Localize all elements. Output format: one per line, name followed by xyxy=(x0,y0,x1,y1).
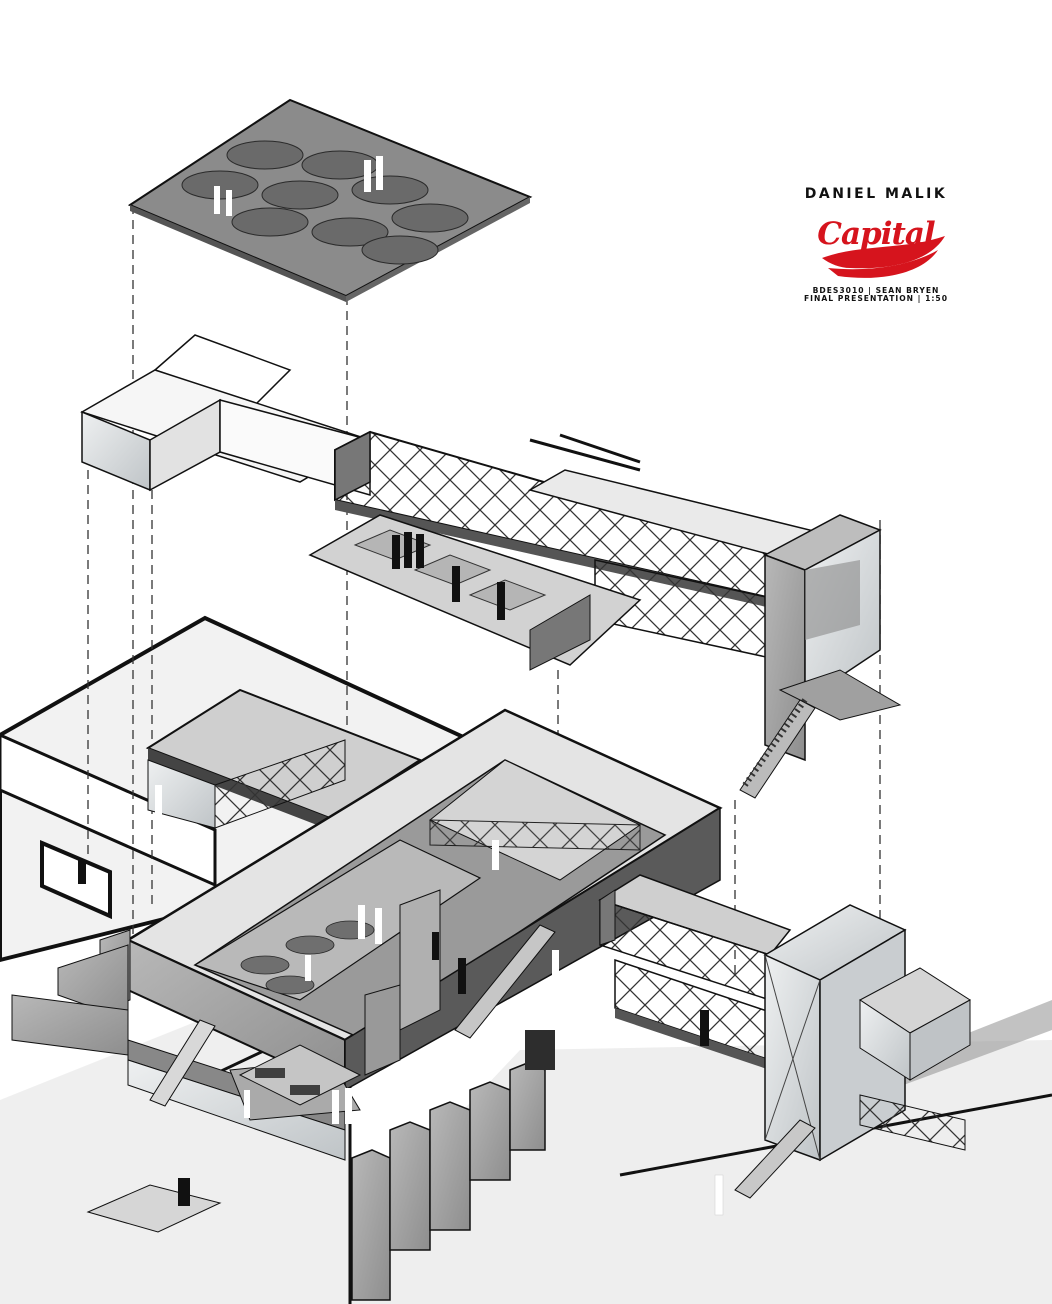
capital-logo: Capital xyxy=(790,206,962,288)
author-name: DANIEL MALIK xyxy=(804,186,948,202)
exterior-stair xyxy=(149,1019,216,1107)
bar-counter xyxy=(529,594,591,671)
upper-bridge-truss xyxy=(334,430,832,661)
dining-table xyxy=(391,203,469,233)
person-silhouette xyxy=(178,1178,190,1206)
people-figures-white xyxy=(214,156,383,216)
top-dining-slab xyxy=(127,98,533,302)
person-silhouette xyxy=(78,860,86,884)
people-figures-white xyxy=(244,840,559,1124)
presentation-line: FINAL PRESENTATION | 1:50 xyxy=(804,294,948,303)
capital-logo-swoosh xyxy=(822,236,945,278)
lower-pod-truss xyxy=(859,1094,966,1151)
concrete-columns xyxy=(351,1061,546,1301)
dining-table xyxy=(226,140,304,170)
title-block: DANIEL MALIK Capital BDES3010 | SEAN BRY… xyxy=(790,186,962,304)
wall-window xyxy=(40,839,112,920)
person-silhouette xyxy=(155,785,162,821)
person-silhouette xyxy=(700,1010,709,1046)
glass-lift-tower xyxy=(714,904,971,1216)
course-line: BDES3010 | SEAN BRYEN xyxy=(812,286,940,295)
table-block xyxy=(468,579,547,611)
main-building xyxy=(11,708,723,1301)
dining-table xyxy=(311,217,389,247)
upper-stair-tower xyxy=(739,514,902,799)
person-silhouette xyxy=(714,1174,724,1216)
l-shaped-annex xyxy=(145,688,423,830)
dining-table xyxy=(231,207,309,237)
interior-truss xyxy=(429,819,641,851)
dining-table xyxy=(361,235,439,265)
dining-table xyxy=(261,180,339,210)
entrance-void xyxy=(525,1030,555,1070)
site-block-edge xyxy=(0,733,217,888)
tower-stair xyxy=(734,1119,816,1199)
people-figures-dark xyxy=(392,532,505,620)
upper-stair xyxy=(739,699,816,799)
dining-table xyxy=(351,175,429,205)
logo-text: Capital xyxy=(817,216,935,252)
upper-tube-volume xyxy=(80,334,372,496)
people-figures-dark xyxy=(432,932,466,994)
interior-stair xyxy=(454,924,556,1039)
upper-floor-plate xyxy=(308,514,642,671)
lower-bridge xyxy=(598,874,792,1070)
